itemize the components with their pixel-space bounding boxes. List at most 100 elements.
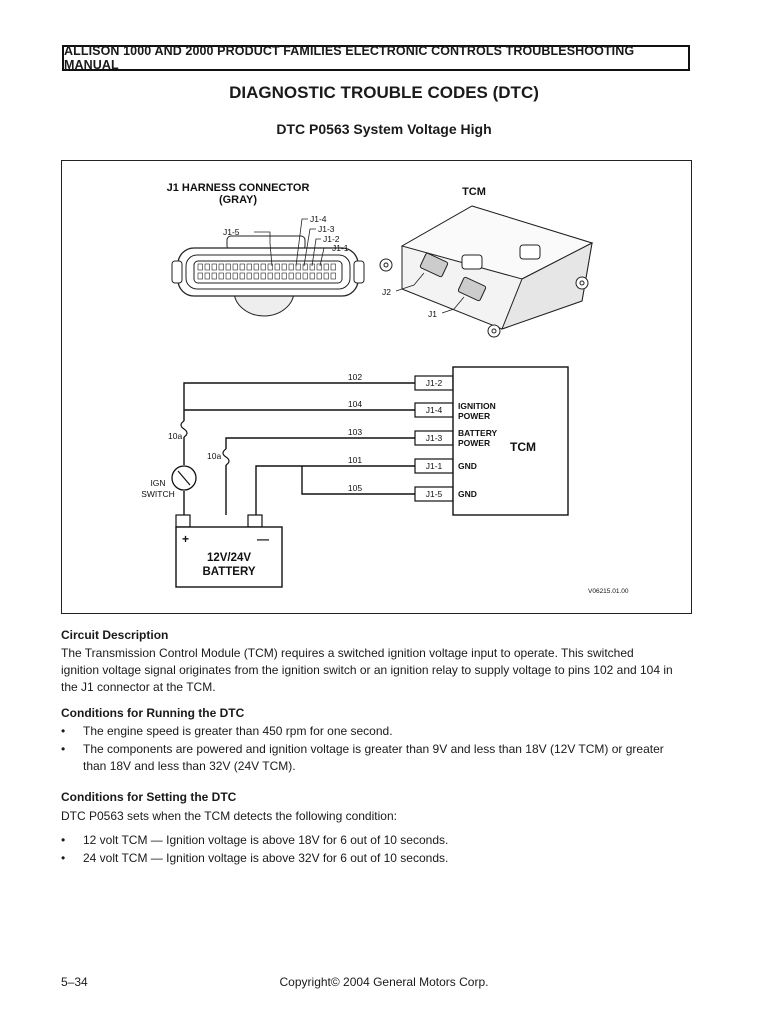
- wire-number: 103: [348, 427, 362, 437]
- battery-label: BATTERY: [202, 566, 255, 578]
- connector-pin: [295, 263, 301, 271]
- ign-switch-label: IGN: [150, 478, 165, 488]
- j1-label: J1: [428, 309, 437, 319]
- tcm-module-label: TCM: [462, 186, 486, 198]
- battery-drawing: [175, 514, 283, 588]
- connector-pin: [302, 272, 308, 280]
- connector-pin: [211, 272, 217, 280]
- pin-box-label: J1-4: [426, 405, 443, 415]
- conditions-setting-heading: Conditions for Setting the DTC: [61, 790, 237, 804]
- dtc-title: DTC P0563 System Voltage High: [276, 121, 492, 137]
- figure-id: V06215.01.00: [588, 588, 629, 595]
- fuse-label: 10a: [207, 451, 221, 461]
- fuse-icon: [222, 448, 230, 466]
- conditions-setting-intro: DTC P0563 sets when the TCM detects the …: [61, 809, 397, 823]
- minus-sign: —: [257, 532, 269, 546]
- connector-pin: [288, 263, 294, 271]
- function-label: POWER: [458, 438, 490, 448]
- connector-pin: [323, 272, 329, 280]
- circuit-description-text: The Transmission Control Module (TCM) re…: [61, 645, 701, 696]
- battery-label: 12V/24V: [207, 552, 251, 564]
- pin-label-j1-1: J1-1: [332, 243, 349, 253]
- connector-pin: [330, 263, 336, 271]
- connector-pin: [239, 263, 245, 271]
- bullet-icon: •: [61, 851, 66, 865]
- text-line: the J1 connector at the TCM.: [61, 680, 216, 694]
- connector-pin: [267, 263, 273, 271]
- pin-callout-lines: [254, 218, 330, 267]
- connector-pin: [288, 272, 294, 280]
- wire-number: 105: [348, 483, 362, 493]
- tcm-box: [452, 366, 569, 516]
- connector-pin: [218, 263, 224, 271]
- function-label: BATTERY: [458, 428, 498, 438]
- bullet-icon: •: [61, 742, 66, 756]
- connector-pin: [281, 272, 287, 280]
- connector-pin: [316, 272, 322, 280]
- manual-header: ALLISON 1000 AND 2000 PRODUCT FAMILIES E…: [62, 44, 690, 72]
- connector-pin: [225, 263, 231, 271]
- function-label: IGNITION: [458, 401, 496, 411]
- connector-pin: [232, 263, 238, 271]
- circuit-description-heading: Circuit Description: [61, 628, 169, 642]
- text-line: The Transmission Control Module (TCM) re…: [61, 646, 634, 660]
- text-line: 12 volt TCM — Ignition voltage is above …: [83, 833, 449, 847]
- pin-label-j1-4: J1-4: [310, 214, 327, 224]
- connector-pin: [295, 272, 301, 280]
- connector-pin: [239, 272, 245, 280]
- wiring-diagram: J1 HARNESS CONNECTOR (GRAY) TCM J1-5 J1-…: [141, 182, 629, 595]
- connector-pin: [197, 263, 203, 271]
- function-label: POWER: [458, 411, 490, 421]
- connector-pin: [204, 272, 210, 280]
- connector-pin: [260, 263, 266, 271]
- connector-pin: [197, 272, 203, 280]
- text-line: 24 volt TCM — Ignition voltage is above …: [83, 851, 449, 865]
- bullet-icon: •: [61, 833, 66, 847]
- connector-pin: [274, 263, 280, 271]
- connector-pin: [253, 263, 259, 271]
- connector-pin: [281, 263, 287, 271]
- text-line: The engine speed is greater than 450 rpm…: [83, 724, 393, 738]
- bullet-icon: •: [61, 724, 66, 738]
- connector-pin: [246, 272, 252, 280]
- connector-pin: [232, 272, 238, 280]
- pin-label-j1-2: J1-2: [323, 234, 340, 244]
- connector-color: (GRAY): [219, 194, 257, 206]
- text-line: The components are powered and ignition …: [83, 742, 664, 756]
- pin-boxes: [414, 375, 454, 502]
- text-line: ignition voltage signal originates from …: [61, 663, 673, 677]
- connector-pin: [309, 272, 315, 280]
- pin-label-j1-5: J1-5: [223, 227, 240, 237]
- section-title: DIAGNOSTIC TROUBLE CODES (DTC): [229, 83, 539, 102]
- connector-pin: [204, 263, 210, 271]
- fuse-icon: [180, 420, 188, 438]
- plus-sign: +: [182, 532, 189, 546]
- conditions-running-heading: Conditions for Running the DTC: [61, 706, 245, 720]
- connector-pin: [218, 272, 224, 280]
- connector-pin: [302, 263, 308, 271]
- tcm-box-label: TCM: [510, 440, 536, 454]
- connector-pin: [267, 272, 273, 280]
- pin-box-label: J1-1: [426, 461, 443, 471]
- pin-box-label: J1-5: [426, 489, 443, 499]
- connector-callout-lines: [395, 272, 465, 314]
- j2-label: J2: [382, 287, 391, 297]
- connector-pin: [260, 272, 266, 280]
- manual-title: ALLISON 1000 AND 2000 PRODUCT FAMILIES E…: [64, 44, 635, 72]
- text-line: than 18V and less than 32V (24V TCM).: [83, 759, 296, 773]
- connector-pin: [253, 272, 259, 280]
- ign-switch-label: SWITCH: [141, 489, 175, 499]
- wire-number: 101: [348, 455, 362, 465]
- ignition-switch-icon: [171, 465, 197, 491]
- pin-label-j1-3: J1-3: [318, 224, 335, 234]
- connector-pin: [225, 272, 231, 280]
- fuse-label: 10a: [168, 431, 182, 441]
- connector-pin: [316, 263, 322, 271]
- connector-pin: [274, 272, 280, 280]
- connector-pin: [323, 263, 329, 271]
- connector-pin: [330, 272, 336, 280]
- wire-number: 102: [348, 372, 362, 382]
- copyright: Copyright© 2004 General Motors Corp.: [279, 975, 489, 989]
- function-label: GND: [458, 489, 477, 499]
- schematic-wires: [183, 382, 415, 515]
